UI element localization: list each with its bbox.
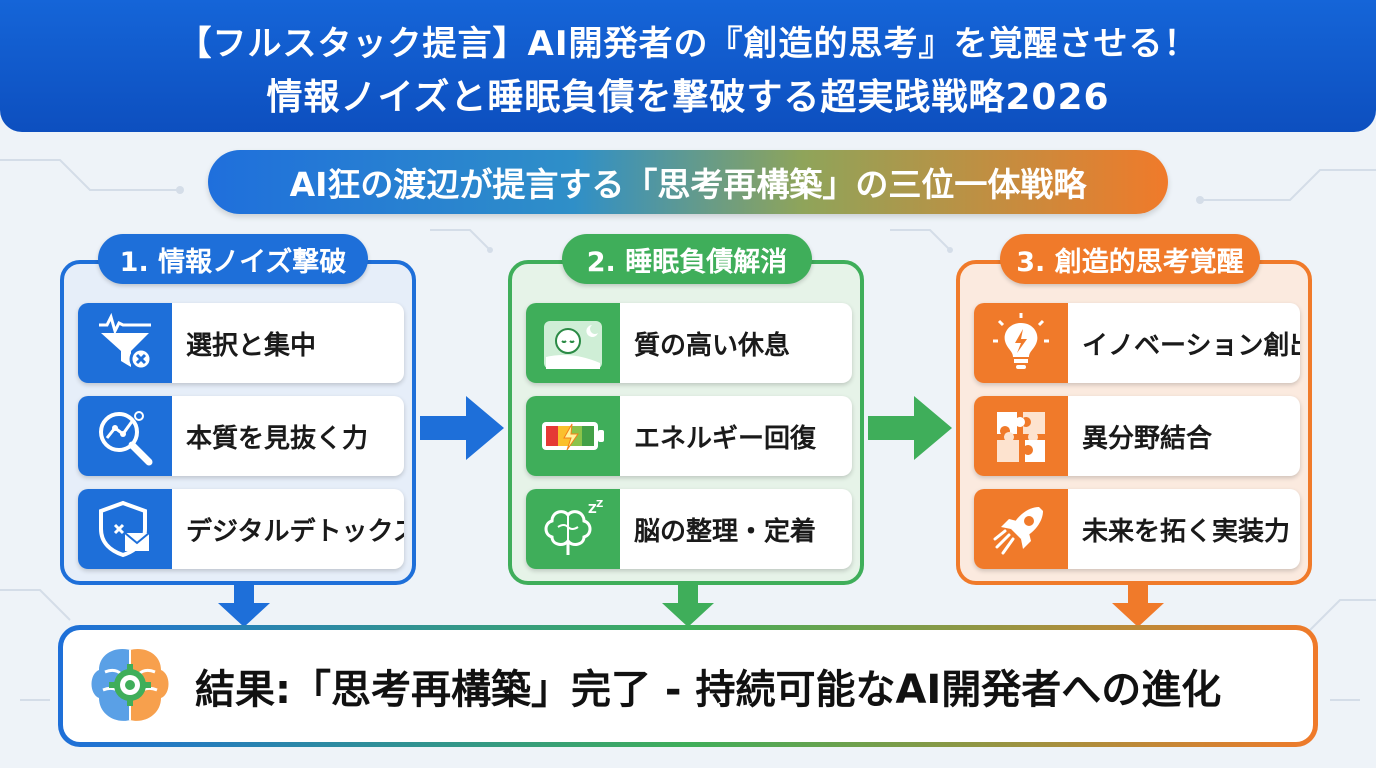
list-item: Z Z 脳の整理・定着	[526, 489, 852, 569]
arrow-right-1	[420, 396, 504, 460]
result-box: 結果:「思考再構築」完了 - 持続可能なAI開発者への進化	[58, 625, 1318, 747]
arrow-right-2	[868, 396, 952, 460]
filter-icon	[78, 303, 172, 383]
item-label: エネルギー回復	[634, 423, 817, 454]
header-title-line2: 情報ノイズと睡眠負債を撃破する超実践戦略2026	[266, 77, 1110, 118]
result-text: 結果:「思考再構築」完了 - 持続可能なAI開発者への進化	[195, 667, 1222, 713]
list-item: 未来を拓く実装力	[974, 489, 1300, 569]
arrow-down-1	[218, 585, 270, 627]
list-item: エネルギー回復	[526, 396, 852, 476]
list-item: イノベーション創出	[974, 303, 1300, 383]
item-label: デジタルデトックス	[186, 516, 404, 547]
svg-text:Z: Z	[588, 502, 597, 516]
item-label: 質の高い休息	[634, 330, 791, 361]
brain-zzz-icon: Z Z	[526, 489, 620, 569]
magnifier-chart-icon	[78, 396, 172, 476]
item-label: 脳の整理・定着	[634, 516, 817, 547]
rocket-icon	[974, 489, 1068, 569]
puzzle-icon	[974, 396, 1068, 476]
brain-gear-icon	[91, 648, 169, 721]
item-label: 本質を見抜く力	[186, 423, 369, 454]
sleeping-person-icon	[526, 303, 620, 383]
list-item: デジタルデトックス	[78, 489, 404, 569]
panel-title-1: 1. 情報ノイズ撃破	[98, 234, 368, 284]
strategy-banner: AI狂の渡辺が提言する「思考再構築」の三位一体戦略	[208, 150, 1168, 214]
svg-text:Z: Z	[596, 499, 603, 510]
list-item: 本質を見抜く力	[78, 396, 404, 476]
item-label: イノベーション創出	[1082, 330, 1300, 361]
header-title-line1: 【フルスタック提言】AI開発者の『創造的思考』を覚醒させる！	[177, 24, 1199, 64]
list-item: 質の高い休息	[526, 303, 852, 383]
header: 【フルスタック提言】AI開発者の『創造的思考』を覚醒させる！ 情報ノイズと睡眠負…	[0, 0, 1376, 132]
panel-title-3: 3. 創造的思考覚醒	[1000, 234, 1260, 284]
item-label: 異分野結合	[1082, 423, 1213, 454]
item-label: 未来を拓く実装力	[1082, 516, 1291, 547]
list-item: 異分野結合	[974, 396, 1300, 476]
arrow-down-3	[1112, 585, 1164, 627]
battery-charging-icon	[526, 396, 620, 476]
lightbulb-icon	[974, 303, 1068, 383]
shield-mail-icon	[78, 489, 172, 569]
panel-title-2: 2. 睡眠負債解消	[562, 234, 812, 284]
item-label: 選択と集中	[186, 330, 317, 361]
arrow-down-2	[662, 585, 714, 627]
list-item: 選択と集中	[78, 303, 404, 383]
